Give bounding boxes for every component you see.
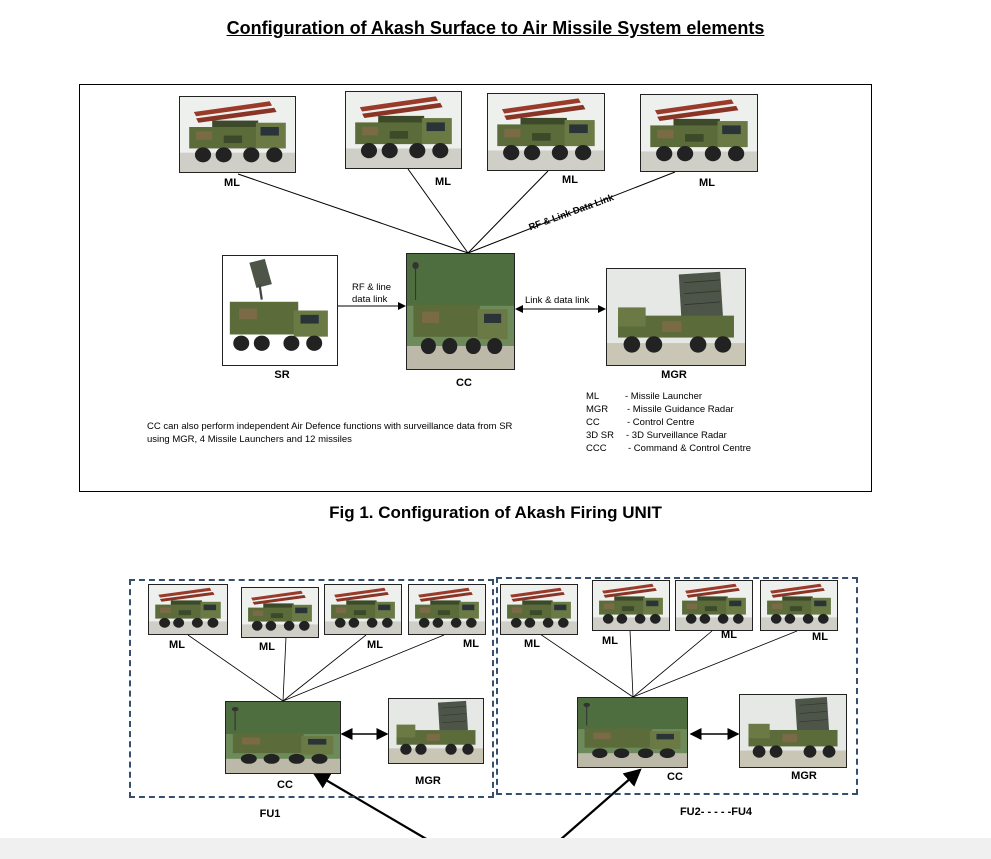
legend-desc: - Control Centre	[627, 417, 695, 428]
ml-label: ML	[812, 631, 828, 643]
fu1-box	[129, 579, 494, 798]
legend-row: MGR - Missile Guidance Radar	[586, 403, 734, 416]
ml-label: ML	[562, 174, 578, 186]
launcher-photo	[675, 580, 753, 631]
sr-photo	[222, 255, 338, 366]
legend-abbr: CC	[586, 417, 600, 428]
legend-row: CCC - Command & Control Centre	[586, 442, 751, 455]
mgr-photo	[388, 698, 484, 764]
launcher-photo	[640, 94, 758, 172]
legend-row: ML - Missile Launcher	[586, 390, 702, 403]
ml-label: ML	[524, 638, 540, 650]
launcher-photo	[487, 93, 605, 171]
figure1-frame	[79, 84, 872, 492]
page-title: Configuration of Akash Surface to Air Mi…	[226, 18, 765, 38]
cc-photo	[406, 253, 515, 370]
page-footer-strip	[0, 838, 991, 859]
launcher-photo	[500, 584, 578, 635]
legend: ML - Missile Launcher MGR - Missile Guid…	[586, 390, 751, 455]
legend-abbr: ML	[586, 391, 600, 402]
launcher-photo	[592, 580, 670, 631]
cc-label: CC	[277, 779, 293, 791]
fu1-label: FU1	[259, 808, 281, 820]
note-text: using MGR, 4 Missile Launchers and 12 mi…	[147, 434, 352, 445]
ml-label: ML	[259, 641, 275, 653]
ml-label: ML	[721, 629, 737, 641]
note-text: CC can also perform independent Air Defe…	[147, 421, 513, 432]
sr-label: SR	[274, 369, 290, 381]
launcher-photo	[760, 580, 838, 631]
cc-photo	[225, 701, 341, 774]
launcher-photo	[241, 587, 319, 638]
mgr-photo	[739, 694, 847, 768]
legend-desc: - Missile Launcher	[625, 391, 703, 402]
mgr-label: MGR	[791, 770, 817, 782]
rf-line-label: data link	[352, 294, 388, 305]
launcher-photo	[148, 584, 228, 635]
legend-desc: - Command & Control Centre	[628, 443, 752, 454]
launcher-photo	[408, 584, 486, 635]
ml-label: ML	[602, 635, 618, 647]
cc-label: CC	[456, 377, 472, 389]
legend-abbr: MGR	[586, 404, 609, 415]
legend-row: CC - Control Centre	[586, 416, 695, 429]
ml-label: ML	[699, 177, 715, 189]
mgr-label: MGR	[661, 369, 687, 381]
mgr-photo	[606, 268, 746, 366]
fu2-box	[496, 577, 858, 795]
launcher-photo	[179, 96, 296, 173]
ml-label: ML	[435, 176, 451, 188]
ml-label: ML	[224, 177, 240, 189]
mgr-label: MGR	[415, 775, 441, 787]
link-data-label: Link & data link	[525, 295, 590, 306]
ml-label: ML	[367, 639, 383, 651]
legend-abbr: CCC	[586, 443, 607, 454]
legend-row: 3D SR - 3D Surveillance Radar	[586, 429, 727, 442]
fu2-fu4-label: FU2- - - - -FU4	[679, 806, 753, 818]
legend-desc: - Missile Guidance Radar	[627, 404, 734, 415]
cc-photo	[577, 697, 688, 768]
launcher-photo	[324, 584, 402, 635]
launcher-photo	[345, 91, 462, 169]
figure1-caption: Fig 1. Configuration of Akash Firing UNI…	[329, 503, 662, 522]
legend-abbr: 3D SR	[586, 430, 614, 441]
ml-label: ML	[169, 639, 185, 651]
rf-line-label: RF & line	[352, 282, 392, 293]
cc-label: CC	[667, 771, 683, 783]
ml-label: ML	[463, 638, 479, 650]
legend-desc: - 3D Surveillance Radar	[626, 430, 727, 441]
